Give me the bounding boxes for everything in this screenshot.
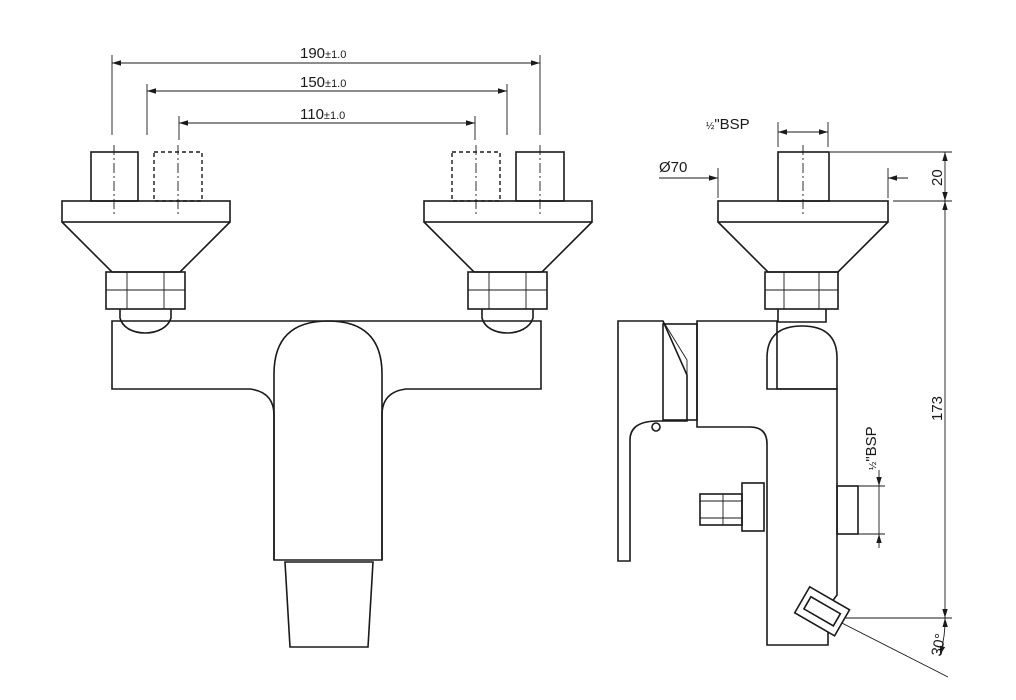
right-inlet bbox=[423, 145, 593, 334]
thread-top-unit: "BSP bbox=[714, 116, 749, 133]
height-173-label: 173 bbox=[929, 396, 946, 421]
diameter-label: Ø70 bbox=[659, 159, 687, 176]
svg-text:½"BSP: ½"BSP bbox=[863, 426, 880, 470]
left-inlet bbox=[61, 145, 231, 334]
thread-side-fraction: ½ bbox=[868, 461, 879, 470]
side-lever bbox=[617, 320, 698, 562]
mixer-body bbox=[111, 320, 542, 648]
front-view: 190±1.0 150±1.0 110±1.0 bbox=[61, 45, 593, 648]
svg-text:150±1.0: 150±1.0 bbox=[300, 74, 346, 91]
side-inlet bbox=[717, 145, 889, 323]
angle-label: 30° bbox=[928, 632, 949, 658]
dimension-190-tolerance: ±1.0 bbox=[325, 49, 346, 61]
svg-text:110±1.0: 110±1.0 bbox=[300, 106, 345, 123]
svg-text:190±1.0: 190±1.0 bbox=[300, 45, 346, 62]
dimension-height-20: 20 bbox=[830, 151, 952, 202]
thread-side-unit: "BSP bbox=[863, 426, 880, 461]
dimension-110: 110±1.0 bbox=[178, 106, 476, 140]
height-20-label: 20 bbox=[929, 169, 946, 186]
dimension-thread-top: ½"BSP bbox=[706, 116, 829, 147]
side-view: ½"BSP Ø70 20 173 30° bbox=[617, 116, 952, 678]
dimension-150-value: 150 bbox=[300, 74, 325, 91]
dimension-angle: 30° bbox=[831, 617, 950, 678]
dimension-height-173: 173 bbox=[832, 201, 952, 619]
dimension-190-value: 190 bbox=[300, 45, 325, 62]
dimension-thread-side: ½"BSP bbox=[858, 426, 885, 548]
svg-text:½"BSP: ½"BSP bbox=[706, 116, 750, 133]
dimension-110-value: 110 bbox=[300, 106, 324, 123]
dimension-diameter: Ø70 bbox=[659, 159, 908, 198]
dimension-150: 150±1.0 bbox=[146, 74, 508, 135]
thread-top-fraction: ½ bbox=[706, 121, 715, 132]
side-body bbox=[696, 320, 859, 646]
dimension-110-tolerance: ±1.0 bbox=[324, 110, 345, 122]
dimension-150-tolerance: ±1.0 bbox=[325, 78, 346, 90]
dimension-190: 190±1.0 bbox=[111, 45, 541, 135]
